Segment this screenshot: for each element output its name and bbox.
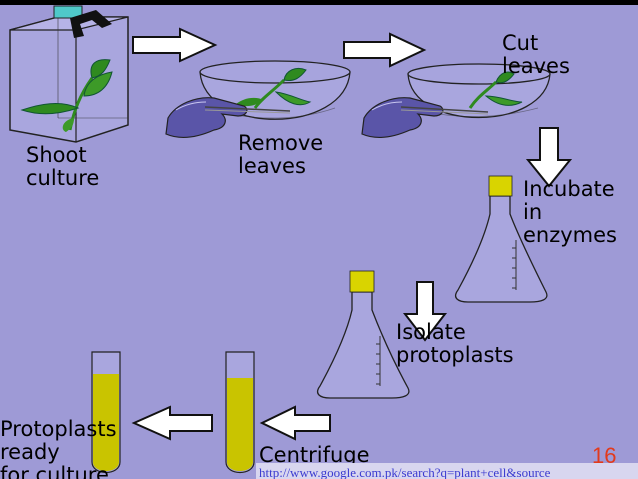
arrow-left-2 [131, 405, 213, 441]
label-isolate-line2: protoplasts [396, 343, 514, 367]
arrow-right-1 [132, 27, 218, 63]
source-url-link[interactable]: http://www.google.com.pk/search?q=plant+… [259, 465, 551, 479]
label-remove-leaves: Remove leaves [238, 131, 330, 178]
label-shoot-culture: Shoot culture [26, 143, 99, 190]
label-remove-leaves-line2: leaves [238, 154, 306, 178]
label-incubate-line2: in [523, 200, 542, 224]
label-protoplasts-ready: Protoplasts ready for culture [0, 417, 123, 479]
label-ready-line3: for culture [0, 463, 109, 479]
gloved-hand-1 [165, 97, 291, 139]
flask-stopper-2 [349, 270, 375, 293]
label-incubate: Incubate in enzymes [523, 177, 621, 247]
arrow-down-2 [402, 281, 448, 342]
label-isolate-line1: Isolate [396, 320, 466, 344]
flask-incubate [454, 175, 548, 303]
label-cut-leaves-line1: Cut [502, 31, 538, 55]
label-cut-leaves: Cut leaves [502, 31, 570, 78]
dish-remove-leaves [165, 60, 351, 139]
flask-isolate [316, 270, 410, 399]
gloved-hand-2 [361, 97, 489, 139]
label-ready-line2: ready [0, 440, 60, 464]
page-number: 16 [592, 443, 616, 468]
arrow-left-1 [259, 405, 331, 441]
culture-vessel [9, 5, 129, 143]
label-incubate-line3: enzymes [523, 223, 617, 247]
arrow-right-2 [343, 32, 427, 68]
label-cut-leaves-line2: leaves [502, 54, 570, 78]
vessel-cap [53, 5, 83, 19]
label-incubate-line1: Incubate [523, 177, 615, 201]
flask-stopper-1 [488, 175, 513, 197]
label-remove-leaves-line1: Remove [238, 131, 323, 155]
shoot-plant [20, 59, 113, 132]
test-tube-ready [91, 351, 121, 474]
label-isolate: Isolate protoplasts [396, 320, 514, 367]
label-shoot-culture-line1: Shoot [26, 143, 87, 167]
label-ready-line1: Protoplasts [0, 417, 117, 441]
dish-cut-leaves [361, 63, 551, 139]
test-tube-centrifuge [225, 351, 255, 474]
label-shoot-culture-line2: culture [26, 166, 99, 190]
arrow-down-1 [525, 127, 573, 188]
source-url-bar [256, 463, 638, 479]
